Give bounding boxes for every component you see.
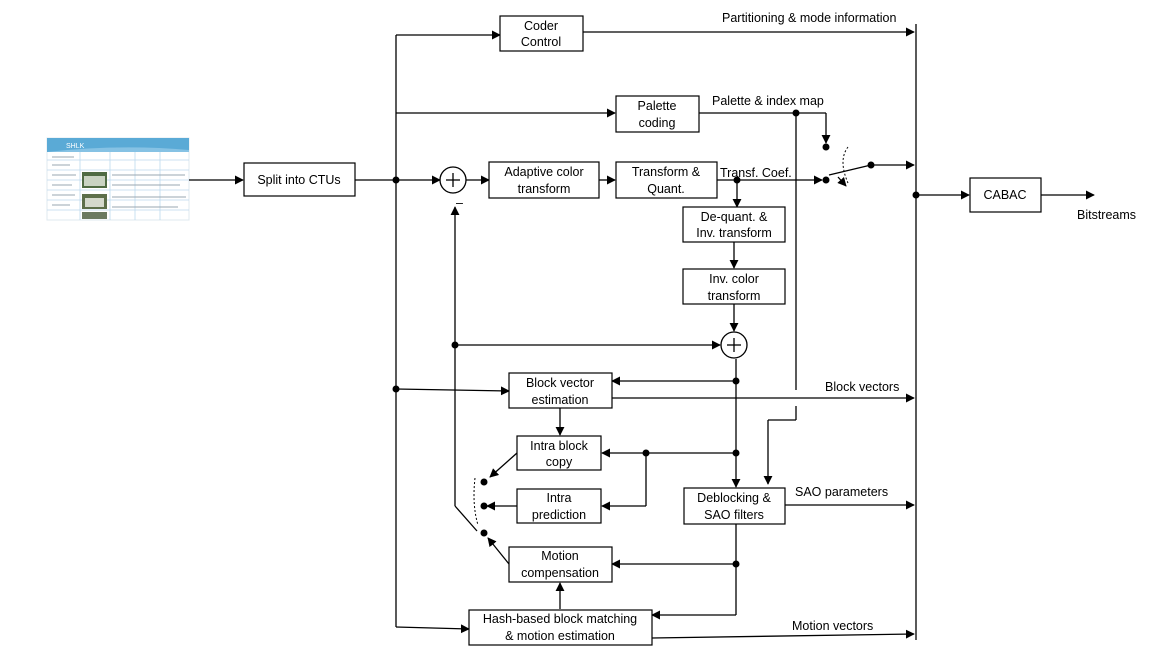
svg-text:Control: Control — [521, 35, 561, 49]
svg-text:Quant.: Quant. — [647, 182, 685, 196]
svg-text:prediction: prediction — [532, 508, 586, 522]
svg-text:compensation: compensation — [521, 566, 599, 580]
svg-text:Adaptive color: Adaptive color — [504, 165, 583, 179]
residual-adder — [439, 166, 467, 194]
svg-text:Hash-based block matching: Hash-based block matching — [483, 612, 637, 626]
block-vectors-label: Block vectors — [825, 380, 899, 394]
svg-text:Coder: Coder — [524, 19, 558, 33]
transform-quant-block: Transform & Quant. — [615, 161, 718, 199]
bitstreams-label: Bitstreams — [1077, 208, 1136, 222]
svg-text:transform: transform — [518, 182, 571, 196]
thumbnail-header-text: SHLK — [66, 143, 85, 150]
svg-text:estimation: estimation — [532, 393, 589, 407]
reconstruction-adder — [720, 331, 748, 359]
palette-coding-block: Palette coding — [615, 95, 700, 133]
motion-compensation-block: Motion compensation — [508, 546, 613, 583]
palette-index-map-label: Palette & index map — [712, 94, 824, 108]
svg-text:Split into CTUs: Split into CTUs — [257, 173, 340, 187]
split-ctus-block: Split into CTUs — [243, 162, 356, 197]
input-picture-thumbnail: SHLK — [46, 137, 190, 221]
svg-text:Deblocking &: Deblocking & — [697, 491, 771, 505]
svg-text:Intra: Intra — [546, 491, 571, 505]
svg-text:Inv. transform: Inv. transform — [696, 226, 771, 240]
inverse-color-transform-block: Inv. color transform — [682, 268, 786, 305]
partitioning-mode-label: Partitioning & mode information — [722, 11, 896, 25]
junction-dots — [392, 109, 920, 568]
svg-text:Palette: Palette — [638, 99, 677, 113]
sao-parameters-label: SAO parameters — [795, 485, 888, 499]
svg-text:coding: coding — [639, 116, 676, 130]
deblocking-sao-block: Deblocking & SAO filters — [683, 487, 786, 525]
adaptive-color-transform-block: Adaptive color transform — [488, 161, 600, 199]
svg-text:Inv. color: Inv. color — [709, 272, 759, 286]
hash-motion-estimation-block: Hash-based block matching & motion estim… — [468, 609, 653, 646]
svg-text:copy: copy — [546, 455, 573, 469]
dequant-inverse-transform-block: De-quant. & Inv. transform — [682, 206, 786, 243]
svg-text:transform: transform — [708, 289, 761, 303]
minus-sign: – — [456, 196, 463, 210]
cabac-block: CABAC — [969, 177, 1042, 213]
coder-control-block: Coder Control — [499, 15, 584, 52]
intra-prediction-block: Intra prediction — [516, 488, 602, 524]
block-vector-estimation-block: Block vector estimation — [508, 372, 613, 409]
svg-text:De-quant. &: De-quant. & — [701, 210, 768, 224]
motion-vectors-label: Motion vectors — [792, 619, 873, 633]
svg-text:SAO filters: SAO filters — [704, 508, 764, 522]
svg-text:Motion: Motion — [541, 549, 579, 563]
svg-text:Block vector: Block vector — [526, 376, 594, 390]
svg-text:& motion estimation: & motion estimation — [505, 629, 615, 643]
svg-text:CABAC: CABAC — [983, 188, 1026, 202]
transform-coefficients-label: Transf. Coef. — [720, 166, 792, 180]
svg-text:Intra block: Intra block — [530, 439, 588, 453]
intra-block-copy-block: Intra block copy — [516, 435, 602, 471]
svg-text:Transform &: Transform & — [632, 165, 701, 179]
